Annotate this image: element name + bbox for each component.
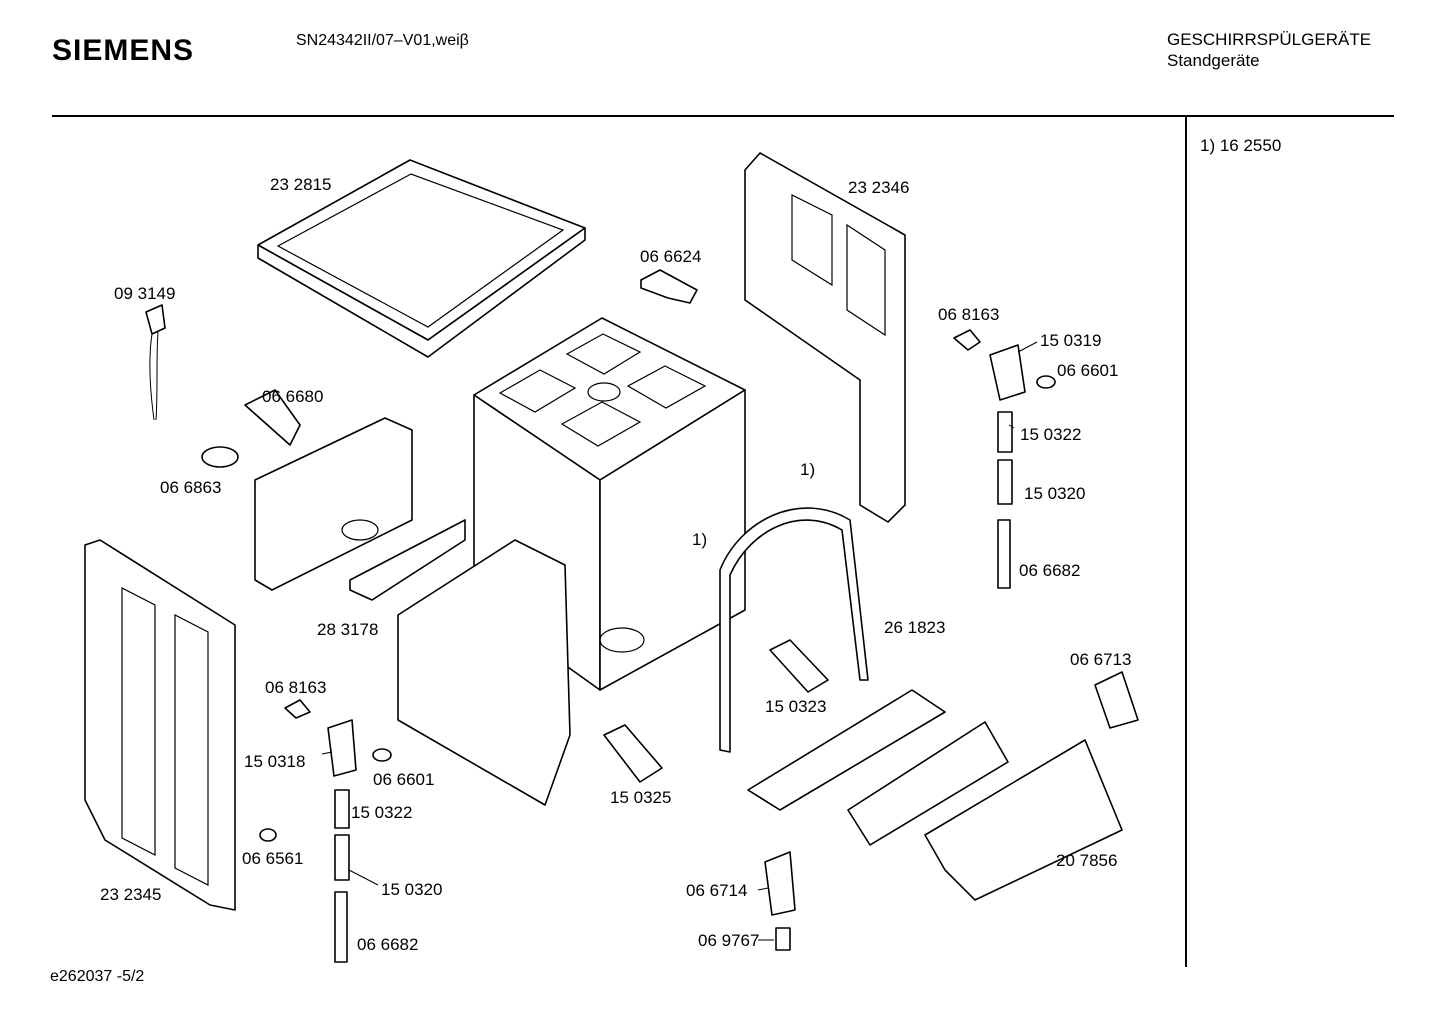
part-label: 20 7856: [1056, 851, 1117, 870]
part-guide-150323[interactable]: [769, 639, 829, 693]
part-label: 15 0325: [610, 788, 671, 807]
part-label: 06 6601: [1057, 361, 1118, 380]
part-label: 06 6682: [357, 935, 418, 954]
part-label: 15 0319: [1040, 331, 1101, 350]
part-label: 09 3149: [114, 284, 175, 303]
part-label: 1): [692, 530, 707, 549]
part-bracket-066713[interactable]: [1094, 671, 1139, 729]
leader-line: [321, 751, 333, 755]
part-bracket-066624[interactable]: [640, 269, 698, 304]
part-pin-150320a[interactable]: [997, 459, 1013, 505]
part-label: 06 6714: [686, 881, 747, 900]
part-label: 15 0322: [1020, 425, 1081, 444]
part-label: 1): [800, 460, 815, 479]
part-label: 06 6561: [242, 849, 303, 868]
part-control-panel[interactable]: [254, 417, 413, 591]
part-clip-068163a[interactable]: [953, 329, 981, 351]
part-spring-150322b[interactable]: [334, 789, 350, 829]
part-spring-150322a[interactable]: [997, 411, 1013, 453]
part-insulation-block[interactable]: [349, 519, 466, 601]
leader-line: [757, 887, 769, 891]
part-bolt-066682b[interactable]: [334, 891, 348, 963]
part-label: 26 1823: [884, 618, 945, 637]
part-label: 23 2815: [270, 175, 331, 194]
brand-logo: SIEMENS: [52, 34, 195, 67]
part-top-cover[interactable]: [257, 159, 586, 358]
part-label: 15 0322: [351, 803, 412, 822]
part-label: 06 9767: [698, 931, 759, 950]
part-label: 15 0318: [244, 752, 305, 771]
part-power-cord[interactable]: [145, 304, 166, 421]
part-switch-066680[interactable]: [244, 389, 301, 446]
part-left-side-panel[interactable]: [84, 539, 236, 911]
part-base-rail-2[interactable]: [847, 721, 1009, 846]
part-screw-066601a[interactable]: [1036, 375, 1056, 389]
side-divider: [1185, 117, 1187, 967]
part-screw-066561[interactable]: [259, 828, 277, 842]
leader-line: [1008, 424, 1015, 429]
part-base-rail-3[interactable]: [924, 739, 1123, 901]
part-pin-150320b[interactable]: [334, 834, 350, 881]
part-label: 06 6680: [262, 387, 323, 406]
part-rear-panel[interactable]: [744, 152, 906, 523]
part-screw-066601b[interactable]: [372, 748, 392, 762]
part-base-rail-1[interactable]: [747, 689, 946, 811]
part-capacitor-066863[interactable]: [201, 446, 239, 468]
part-base-frame-left[interactable]: [397, 539, 571, 806]
part-label: 06 8163: [265, 678, 326, 697]
part-clip-068163b[interactable]: [284, 699, 311, 719]
part-label: 06 6601: [373, 770, 434, 789]
part-latch-150319[interactable]: [989, 344, 1026, 401]
part-label: 06 8163: [938, 305, 999, 324]
leader-line: [348, 869, 379, 886]
model-number: SN24342II/07–V01,weiβ: [296, 32, 469, 49]
header-divider: [52, 115, 1394, 117]
drawing-reference: e262037 -5/2: [50, 968, 145, 985]
part-label: 15 0323: [765, 697, 826, 716]
category-title: GESCHIRRSPÜLGERÄTE: [1167, 30, 1372, 49]
category-subtitle: Standgeräte: [1167, 51, 1260, 70]
part-guide-150325[interactable]: [603, 724, 663, 783]
part-latch-150318[interactable]: [327, 719, 357, 777]
part-label: 28 3178: [317, 620, 378, 639]
footnote-reference: 1) 16 2550: [1200, 136, 1282, 155]
part-hinge-bow[interactable]: [719, 507, 869, 753]
part-label: 15 0320: [381, 880, 442, 899]
part-label: 15 0320: [1024, 484, 1085, 503]
part-screw-069767[interactable]: [775, 927, 791, 951]
part-label: 23 2346: [848, 178, 909, 197]
part-label: 06 6713: [1070, 650, 1131, 669]
leader-line: [1017, 341, 1038, 353]
part-label: 06 6624: [640, 247, 701, 266]
part-label: 06 6863: [160, 478, 221, 497]
part-bracket-066714[interactable]: [764, 851, 796, 916]
part-label: 23 2345: [100, 885, 161, 904]
part-label: 06 6682: [1019, 561, 1080, 580]
part-bolt-066682a[interactable]: [997, 519, 1011, 589]
